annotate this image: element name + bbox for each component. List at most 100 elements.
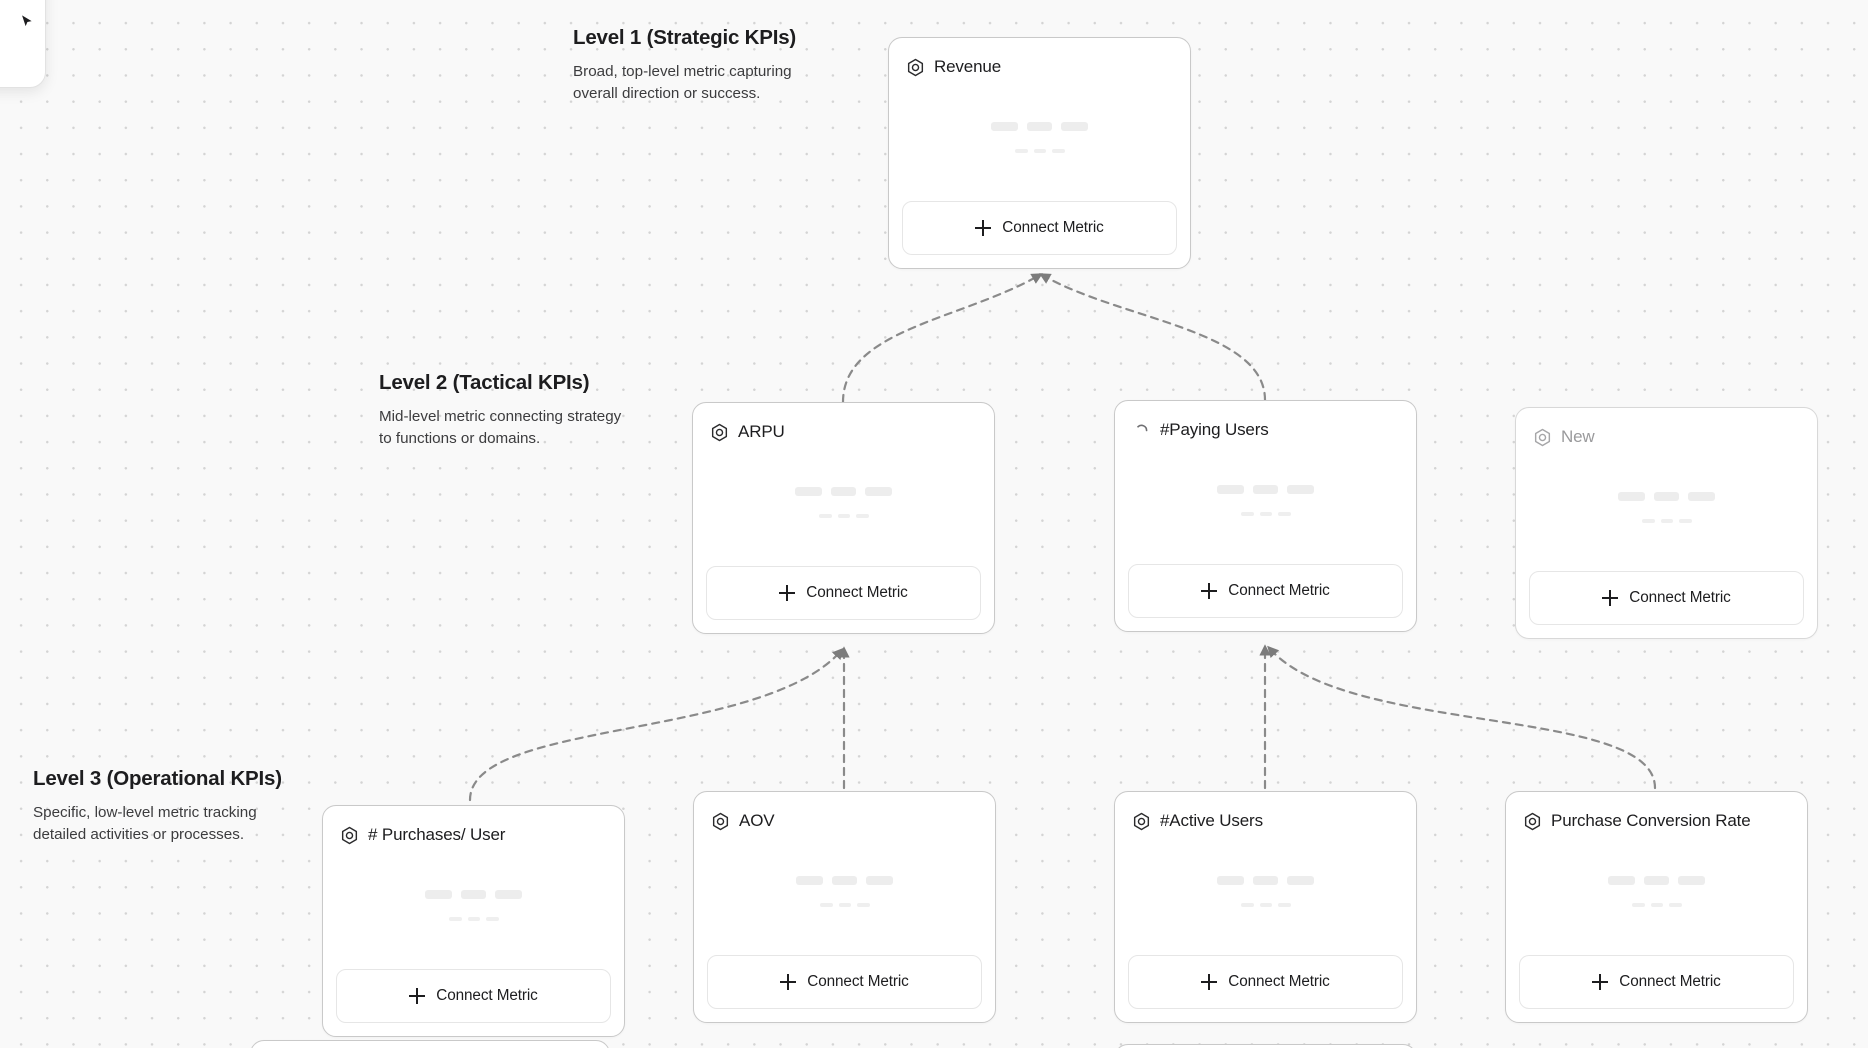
hexagon-target-icon — [710, 423, 729, 442]
skeleton-bar — [837, 513, 850, 518]
card-header-revenue: Revenue — [902, 51, 1177, 79]
connect-metric-label: Connect Metric — [1629, 589, 1731, 606]
card-title-paying-users: #Paying Users — [1160, 420, 1269, 439]
skeleton-bar — [1618, 491, 1645, 501]
level-1-title: Level 1 (Strategic KPIs) — [573, 26, 797, 49]
spinner-icon — [1132, 421, 1151, 440]
skeleton-bar — [1217, 484, 1244, 494]
metric-card-purchase-conversion-rate[interactable]: Purchase Conversion Rate Connect Metric — [1505, 791, 1808, 1023]
skeleton-bar — [1287, 875, 1314, 885]
connect-metric-button-new[interactable]: Connect Metric — [1529, 571, 1804, 625]
card-skeleton-new — [1529, 449, 1804, 571]
edge-conversion-payingusers — [1267, 645, 1657, 790]
metric-card-aov[interactable]: AOV Connect Metric — [693, 791, 996, 1023]
skeleton-bar — [865, 486, 892, 496]
skeleton-bar — [1654, 491, 1679, 501]
skeleton-row-secondary — [1014, 148, 1065, 153]
skeleton-row-primary — [1217, 875, 1314, 885]
skeleton-row-secondary — [1240, 511, 1291, 516]
skeleton-row-primary — [796, 875, 893, 885]
skeleton-bar — [1259, 902, 1272, 907]
card-header-purchase-conversion-rate: Purchase Conversion Rate — [1519, 805, 1794, 833]
skeleton-bar — [448, 916, 462, 921]
card-title-purchase-conversion-rate: Purchase Conversion Rate — [1551, 811, 1751, 830]
level-2-title: Level 2 (Tactical KPIs) — [379, 371, 590, 394]
hexagon-target-icon — [1533, 428, 1552, 447]
skeleton-row-primary — [1608, 875, 1705, 885]
skeleton-bar — [1014, 148, 1028, 153]
card-skeleton-paying-users — [1128, 442, 1403, 564]
plus-icon — [409, 988, 426, 1004]
skeleton-bar — [796, 875, 823, 885]
hexagon-target-icon — [1523, 812, 1542, 831]
skeleton-bar — [1217, 875, 1244, 885]
skeleton-bar — [1061, 121, 1088, 131]
skeleton-bar — [467, 916, 480, 921]
skeleton-bar — [1253, 875, 1278, 885]
connect-metric-button-purchase-conversion-rate[interactable]: Connect Metric — [1519, 955, 1794, 1009]
connect-metric-label: Connect Metric — [1228, 582, 1330, 599]
card-skeleton-purchase-conversion-rate — [1519, 833, 1794, 955]
skeleton-bar — [1277, 902, 1291, 907]
hexagon-target-icon — [711, 812, 730, 831]
card-skeleton-arpu — [706, 444, 981, 566]
connect-metric-button-purchases-user[interactable]: Connect Metric — [336, 969, 611, 1023]
metric-card-purchases-user[interactable]: # Purchases/ User Connect Metric — [322, 805, 625, 1037]
skeleton-bar — [838, 902, 851, 907]
metric-card-paying-users[interactable]: #Paying Users Connect Metric — [1114, 400, 1417, 632]
level-3-group: Level 3 (Operational KPIs) Specific, low… — [33, 767, 285, 845]
edge-paying-users-revenue — [1039, 273, 1267, 402]
connect-metric-button-revenue[interactable]: Connect Metric — [902, 201, 1177, 255]
cursor-pointer-icon[interactable] — [20, 14, 36, 30]
card-header-new: New — [1529, 421, 1804, 449]
skeleton-bar — [1240, 902, 1254, 907]
card-skeleton-revenue — [902, 79, 1177, 201]
skeleton-bar — [991, 121, 1018, 131]
skeleton-bar — [819, 902, 833, 907]
skeleton-bar — [1608, 875, 1635, 885]
skeleton-bar — [1051, 148, 1065, 153]
skeleton-bar — [1641, 518, 1655, 523]
connect-metric-label: Connect Metric — [1002, 219, 1104, 236]
level-2-description: Mid-level metric connecting strategy to … — [379, 408, 622, 447]
connect-metric-label: Connect Metric — [806, 584, 908, 601]
metric-card-offscreen-bottom-left[interactable] — [250, 1040, 610, 1048]
skeleton-bar — [1650, 902, 1663, 907]
skeleton-bar — [1678, 875, 1705, 885]
card-header-arpu: ARPU — [706, 416, 981, 444]
metric-card-offscreen-bottom-center[interactable] — [1114, 1044, 1417, 1048]
skeleton-bar — [1660, 518, 1673, 523]
plus-icon — [975, 220, 992, 236]
metric-card-arpu[interactable]: ARPU Connect Metric — [692, 402, 995, 634]
card-title-new: New — [1561, 427, 1595, 446]
connect-metric-button-arpu[interactable]: Connect Metric — [706, 566, 981, 620]
metric-card-revenue[interactable]: Revenue Connect Metric — [888, 37, 1191, 269]
floating-toolbar-panel[interactable] — [0, 0, 46, 88]
metric-card-new[interactable]: New Connect Metric — [1515, 407, 1818, 639]
connect-metric-label: Connect Metric — [1228, 973, 1330, 990]
connect-metric-label: Connect Metric — [807, 973, 909, 990]
skeleton-row-secondary — [1631, 902, 1682, 907]
skeleton-bar — [1259, 511, 1272, 516]
skeleton-bar — [425, 889, 452, 899]
card-header-paying-users: #Paying Users — [1128, 414, 1403, 442]
metric-card-active-users[interactable]: #Active Users Connect Metric — [1114, 791, 1417, 1023]
connect-metric-button-active-users[interactable]: Connect Metric — [1128, 955, 1403, 1009]
skeleton-bar — [1688, 491, 1715, 501]
card-skeleton-active-users — [1128, 833, 1403, 955]
hexagon-target-icon — [340, 826, 359, 845]
skeleton-bar — [832, 875, 857, 885]
skeleton-row-secondary — [448, 916, 499, 921]
plus-icon — [780, 974, 797, 990]
skeleton-bar — [831, 486, 856, 496]
connect-metric-button-paying-users[interactable]: Connect Metric — [1128, 564, 1403, 618]
skeleton-bar — [855, 513, 869, 518]
hexagon-target-icon — [1132, 812, 1151, 831]
skeleton-row-secondary — [1641, 518, 1692, 523]
plus-icon — [779, 585, 796, 601]
skeleton-bar — [1631, 902, 1645, 907]
skeleton-bar — [1027, 121, 1052, 131]
card-title-revenue: Revenue — [934, 57, 1001, 76]
connect-metric-button-aov[interactable]: Connect Metric — [707, 955, 982, 1009]
